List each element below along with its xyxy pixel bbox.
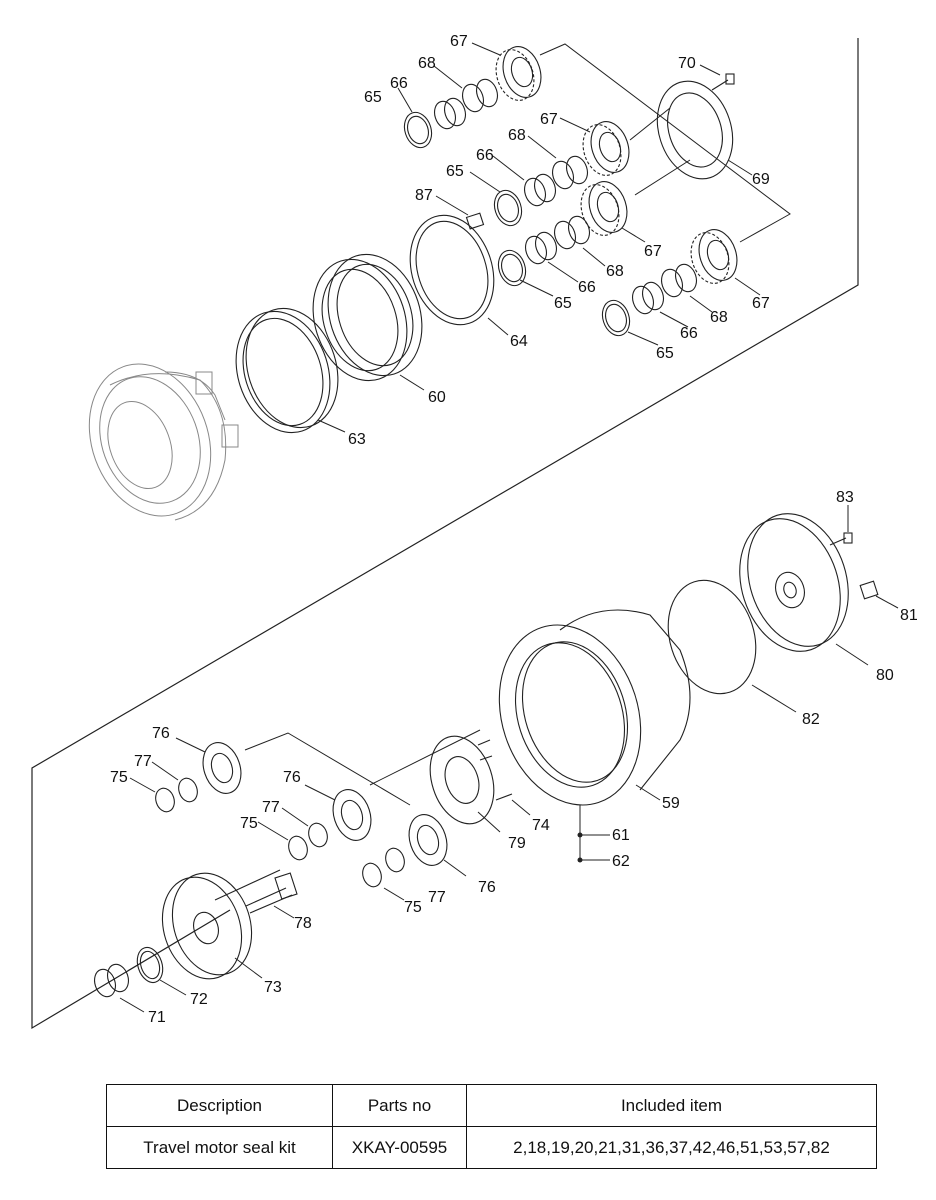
part-68-bushing-1 [462,78,498,113]
callout-64: 64 [510,333,528,350]
part-64-ring [409,214,495,326]
part-68-bushing-4 [661,263,697,298]
part-75-77-bushings-2 [288,822,328,861]
part-83-bolt [829,532,853,546]
callout-65: 65 [554,295,572,312]
callout-66: 66 [680,325,698,342]
callout-73: 73 [264,979,282,996]
part-68-bushing-2 [552,155,588,190]
part-78-shaft [245,872,298,914]
callout-68: 68 [710,309,728,326]
part-65-washer-3 [497,249,527,287]
callout-75: 75 [240,815,258,832]
callout-65: 65 [656,345,674,362]
part-87-plug [465,212,485,230]
callout-66: 66 [390,75,408,92]
part-66-bushing-2 [524,173,556,207]
part-80-cover [739,513,849,652]
part-81-plug [859,580,879,600]
part-76-gear-3 [408,814,448,866]
callout-68: 68 [418,55,436,72]
callout-67: 67 [752,295,770,312]
part-59-ring-gear [498,609,691,806]
callout-76: 76 [283,769,301,786]
assembly-frame [31,38,859,1030]
callout-66: 66 [476,147,494,164]
part-72-snap-ring [136,946,164,984]
part-70-bolt [711,73,735,91]
seal-kit-table: Description Parts no Included item Trave… [106,1084,877,1169]
part-76-gear-2 [332,789,372,841]
callout-67: 67 [540,111,558,128]
callout-72: 72 [190,991,208,1008]
callout-70: 70 [678,55,696,72]
part-74-pin [495,793,513,801]
table-header-row: Description Parts no Included item [106,1084,877,1127]
part-82-oring [667,579,757,695]
callout-78: 78 [294,915,312,932]
part-67-gear-4 [690,229,738,284]
callout-59: 59 [662,795,680,812]
header-parts-no: Parts no [332,1084,467,1127]
callout-68: 68 [508,127,526,144]
callout-75: 75 [110,769,128,786]
hub-housing [88,363,239,521]
part-66-bushing-1 [434,97,466,130]
table-row: Travel motor seal kit XKAY-00595 2,18,19… [106,1126,877,1169]
callout-61: 61 [612,827,630,844]
exploded-parts-diagram: 67 68 66 65 70 67 68 66 65 69 87 67 68 6… [31,33,918,1030]
part-75-77-bushings-1 [155,777,198,813]
callout-82: 82 [802,711,820,728]
cell-included-item: 2,18,19,20,21,31,36,37,42,46,51,53,57,82 [466,1126,877,1169]
callout-69: 69 [752,171,770,188]
callout-65: 65 [364,89,382,106]
callout-80: 80 [876,667,894,684]
callout-87: 87 [415,187,433,204]
cell-description: Travel motor seal kit [106,1126,333,1169]
part-71-sun-gear [94,963,129,998]
part-60-bearing [312,253,423,382]
part-61-62-fittings [577,805,610,863]
header-included-item: Included item [466,1084,877,1127]
header-description: Description [106,1084,333,1127]
callout-71: 71 [148,1009,166,1026]
part-67-gear-1 [495,46,542,101]
part-67-gear-2 [582,121,630,176]
callout-76: 76 [478,879,496,896]
callout-66: 66 [578,279,596,296]
cell-parts-no: XKAY-00595 [332,1126,467,1169]
part-67-gear-3 [580,181,628,236]
part-65-washer-2 [493,189,523,227]
callout-83: 83 [836,489,854,506]
callout-62: 62 [612,853,630,870]
part-63-ring [235,307,339,434]
callout-74: 74 [532,817,550,834]
part-68-bushing-3 [554,215,590,250]
callout-76: 76 [152,725,170,742]
part-79-plate [429,735,495,825]
part-65-washer-4 [601,299,631,337]
part-66-bushing-4 [632,281,664,315]
part-65-washer-1 [403,111,433,149]
callout-77: 77 [134,753,152,770]
callout-67: 67 [644,243,662,260]
part-75-77-bushings-3 [362,847,405,888]
callout-63: 63 [348,431,366,448]
part-73-carrier [161,869,281,980]
callout-77: 77 [262,799,280,816]
callout-60: 60 [428,389,446,406]
part-76-gear-1 [202,742,242,794]
callout-75: 75 [404,899,422,916]
part-66-bushing-3 [525,231,557,265]
callout-65: 65 [446,163,464,180]
callout-77: 77 [428,889,446,906]
part-69-plate [656,80,734,180]
callout-81: 81 [900,607,918,624]
callout-68: 68 [606,263,624,280]
callout-67: 67 [450,33,468,50]
callout-79: 79 [508,835,526,852]
